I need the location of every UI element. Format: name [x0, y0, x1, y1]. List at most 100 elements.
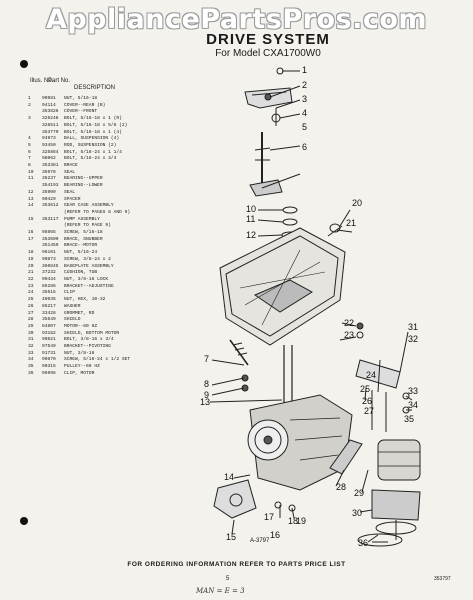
part-description: GROMMET, RD — [64, 310, 95, 316]
illus-number: 4 — [28, 136, 31, 142]
illus-number: 5 — [28, 142, 31, 148]
part-description: BOLT, 3/8-16 x 3/4 — [64, 337, 114, 343]
part-description: COVER--FRONT — [64, 109, 98, 115]
part-number: 98062 — [42, 156, 56, 162]
callout-number: 6 — [302, 142, 307, 152]
part-description: NUT, 3/8-16 — [64, 350, 95, 356]
part-description: BRACE — [64, 163, 78, 169]
illus-number: 29 — [28, 323, 34, 329]
illus-number: 24 — [28, 290, 34, 296]
part-number — [42, 210, 64, 217]
illus-number: 19 — [28, 256, 34, 262]
part-number: 84807 — [42, 323, 56, 329]
illus-number — [28, 123, 42, 130]
part-description: BALL, SUSPENSION (4) — [64, 136, 120, 142]
binder-hole-icon — [20, 60, 28, 68]
callout-number: 36 — [358, 538, 368, 548]
callout-number: 30 — [352, 508, 362, 518]
part-description: NUT, 5/16-24 — [64, 250, 98, 256]
illus-number: 20 — [28, 263, 34, 269]
part-description: CLIP — [64, 290, 76, 296]
illus-number: 32 — [28, 344, 34, 350]
part-number: 93450 — [42, 142, 56, 148]
illus-number: 3 — [28, 116, 31, 122]
callout-number: 14 — [224, 472, 234, 482]
callout-number: 4 — [302, 108, 307, 118]
part-number: 85217 — [42, 303, 56, 309]
callout-number: 1 — [302, 65, 307, 75]
illus-number: 36 — [28, 370, 34, 376]
part-number: 353612 — [42, 203, 59, 209]
document-number: 353797 — [434, 576, 451, 582]
illus-number: 30 — [28, 330, 34, 336]
part-number: 96101 — [42, 250, 56, 256]
illus-number: 16 — [28, 230, 34, 236]
diagram-code: A-3797 — [250, 538, 270, 544]
illus-number: 18 — [28, 250, 34, 256]
table-row: 18 96101 NUT, 5/16-24 — [28, 250, 188, 257]
column-header-part: Part No. — [48, 78, 71, 84]
callout-number: 21 — [346, 218, 356, 228]
illus-number: 11 — [28, 176, 34, 182]
part-description: PULLEY--60 HZ — [64, 364, 100, 370]
part-number: 35549 — [42, 317, 56, 323]
part-number: 97549 — [42, 344, 56, 350]
part-number: 90873 — [42, 256, 56, 262]
handwritten-note: MAN = E = 3 — [196, 587, 245, 595]
table-row: (REFER TO PAGE 9) — [28, 223, 188, 230]
part-number: 90434 — [42, 276, 56, 282]
callout-number: 2 — [302, 80, 307, 90]
part-number: 94114 — [42, 102, 56, 108]
page-title: DRIVE SYSTEM — [206, 31, 330, 48]
part-number: 90821 — [42, 337, 56, 343]
illus-number: 23 — [28, 283, 34, 289]
part-number: 353609 — [42, 236, 59, 242]
part-description: NUT, 5/16-18 — [64, 96, 98, 101]
callout-number: 28 — [336, 482, 346, 492]
illus-number: 6 — [28, 149, 31, 155]
callout-number: 16 — [270, 530, 280, 540]
part-number: 91731 — [42, 350, 56, 356]
table-row: 29 84807 MOTOR--60 HZ — [28, 324, 188, 331]
illus-number: 13 — [28, 196, 34, 202]
part-number: 93182 — [42, 330, 56, 336]
part-number: 354193 — [42, 183, 59, 189]
part-number: 360845 — [42, 263, 59, 269]
site-watermark: AppliancePartsPros.com — [45, 4, 428, 35]
callout-number: 26 — [362, 396, 372, 406]
callout-number: 13 — [200, 397, 210, 407]
part-description: GEAR CASE ASSEMBLY — [64, 203, 114, 209]
part-description: MOTOR--60 HZ — [64, 323, 98, 329]
illus-number: 8 — [28, 163, 31, 169]
illus-number — [28, 210, 42, 217]
part-description: (REFER TO PAGE 9) — [64, 223, 111, 229]
callout-number: 29 — [354, 488, 364, 498]
part-description: SEAL — [64, 169, 76, 175]
table-row: (REFER TO PAGES 8 AND 9) — [28, 210, 188, 217]
part-description: BRACE--MOTOR — [64, 243, 98, 249]
ordering-footer: FOR ORDERING INFORMATION REFER TO PARTS … — [127, 561, 346, 568]
callout-number: 27 — [364, 406, 374, 416]
part-description: SCREW, 5/16-18 — [64, 230, 103, 236]
illus-number: 1 — [28, 96, 31, 101]
part-number: 35909 — [42, 189, 56, 195]
part-description: WASHER — [64, 303, 81, 309]
part-number: 353117 — [42, 216, 59, 222]
